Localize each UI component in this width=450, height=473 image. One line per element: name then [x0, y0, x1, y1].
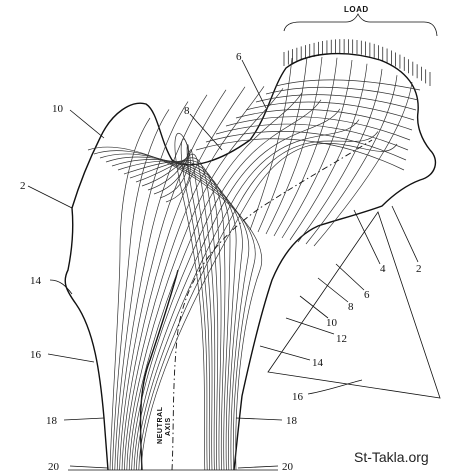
- label-right-18: 18: [286, 415, 298, 427]
- trajectory-line-c: [225, 116, 411, 141]
- inner-boundary: [139, 269, 179, 471]
- trajectory-line-b: [105, 156, 243, 471]
- trajectory-line-a: [109, 117, 151, 471]
- stress-trajectories: [87, 56, 421, 471]
- trajectory-line-c: [275, 79, 421, 91]
- trajectory-line-c: [255, 94, 417, 111]
- trajectory-line-b: [117, 160, 231, 471]
- trajectory-line-a: [140, 143, 398, 471]
- trajectory-line-b: [165, 133, 206, 471]
- svg-text:AXIS: AXIS: [165, 417, 172, 436]
- bone-outline: [64, 52, 437, 471]
- label-right-6: 6: [364, 289, 370, 301]
- trajectory-line-d: [305, 75, 398, 245]
- trajectory-line-c: [235, 109, 413, 131]
- label-right-10: 10: [326, 317, 338, 329]
- trajectory-line-c: [215, 123, 409, 151]
- trajectory-line-b: [141, 153, 216, 471]
- trajectory-line-a: [114, 101, 189, 471]
- trajectory-line-c: [245, 101, 415, 121]
- label-right-12: 12: [336, 333, 347, 345]
- label-bottom-20-right: 20: [282, 461, 294, 473]
- trajectory-line-a: [124, 86, 265, 471]
- label-right-14: 14: [312, 357, 324, 369]
- trajectory-line-b: [159, 138, 208, 471]
- label-right-16: 16: [292, 391, 304, 403]
- trajectory-line-b: [135, 157, 219, 471]
- trajectory-line-d: [273, 57, 338, 237]
- trajectory-line-a: [119, 89, 227, 471]
- trajectory-line-b: [153, 144, 210, 471]
- load-label: LOAD: [344, 5, 369, 14]
- label-left-16: 16: [30, 349, 42, 361]
- trajectory-line-c: [205, 131, 407, 161]
- trajectory-line-a: [133, 108, 341, 471]
- load-brace: [283, 13, 438, 37]
- neutral-axis-line: [171, 139, 373, 471]
- trajectory-line-a: [116, 94, 208, 471]
- neutral-axis-label: NEUTRAL AXIS: [157, 406, 172, 444]
- trajectory-line-a: [121, 86, 246, 471]
- trajectory-line-d: [281, 59, 353, 239]
- trajectory-line-d: [257, 57, 308, 233]
- label-left-18: 18: [46, 415, 58, 427]
- label-left-14: 14: [30, 275, 42, 287]
- trajectory-line-a: [126, 88, 284, 471]
- label-bottom-20-left: 20: [48, 461, 60, 473]
- label-right-4: 4: [380, 263, 386, 275]
- svg-text:NEUTRAL: NEUTRAL: [157, 406, 164, 444]
- label-left-2: 2: [20, 180, 26, 192]
- trajectory-line-d: [289, 63, 368, 241]
- label-left-10: 10: [52, 103, 64, 115]
- trajectory-line-d: [249, 57, 293, 231]
- trajectory-line-c: [195, 138, 405, 171]
- trajectory-line-b: [129, 159, 222, 471]
- trajectory-line-b: [123, 161, 226, 471]
- force-triangle: [267, 211, 441, 399]
- trajectory-line-d: [265, 56, 323, 235]
- trajectory-line-c: [265, 86, 419, 101]
- trajectory-line-d: [297, 68, 383, 243]
- label-top-8: 8: [184, 105, 190, 117]
- trajectory-line-a: [112, 109, 170, 471]
- label-right-2: 2: [416, 263, 422, 275]
- label-right-8: 8: [348, 301, 354, 313]
- load-hatching: [283, 39, 431, 86]
- trajectory-line-d: [313, 81, 413, 247]
- leader-lines: [27, 59, 419, 469]
- trajectory-line-b: [147, 149, 213, 471]
- trajectory-line-a: [128, 92, 303, 471]
- watermark: St-Takla.org: [354, 449, 429, 465]
- label-top-6: 6: [236, 51, 242, 63]
